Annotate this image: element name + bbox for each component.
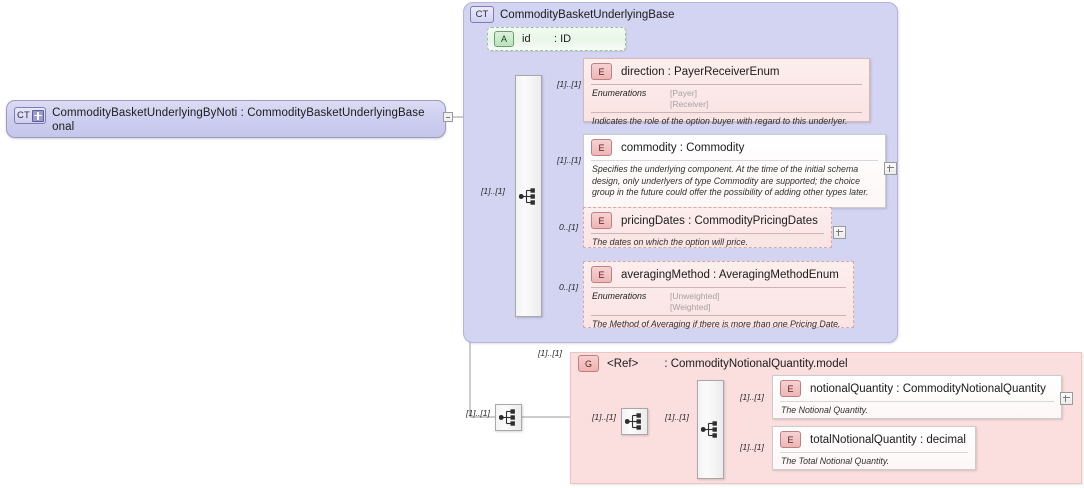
cardinality-direction: [1]..[1] [557, 79, 581, 89]
root-node-label: CommodityBasketUnderlyingByNoti : Commod… [52, 107, 425, 133]
divider [591, 315, 846, 316]
cardinality-averaging-method: 0..[1] [559, 282, 579, 292]
enumerations-label: Enumerations [592, 88, 647, 98]
expand-pricing-dates-icon[interactable] [833, 226, 846, 239]
element-icon: E [591, 212, 612, 229]
divider [591, 233, 824, 234]
sequence-compositor-icon [519, 187, 535, 205]
complex-type-icon: CT [470, 6, 494, 23]
badge-text: CT [17, 110, 31, 121]
element-notional-quantity-title: E notionalQuantity : CommodityNotionalQu… [773, 376, 1061, 401]
divider [591, 84, 862, 85]
root-complex-type-node[interactable]: CT CommodityBasketUnderlyingByNoti : Com… [6, 100, 446, 138]
expand-notional-quantity-icon[interactable] [1060, 392, 1073, 405]
element-direction-enumerations: Enumerations [Payer] [Receiver] [584, 85, 869, 112]
group-icon: G [578, 355, 599, 372]
cardinality-commodity: [1]..[1] [557, 155, 581, 165]
divider [591, 160, 878, 161]
enumerations-values: [Payer] [Receiver] [670, 88, 709, 109]
cardinality-total-notional-quantity: [1]..[1] [740, 442, 764, 452]
badge-text: E [787, 383, 794, 394]
element-description: Specifies the underlying component. At t… [592, 164, 869, 197]
element-icon: E [591, 63, 612, 80]
cardinality-pricing-dates: 0..[1] [559, 222, 579, 232]
expand-commodity-icon[interactable] [884, 162, 897, 175]
sequence-compositor-group[interactable] [621, 408, 648, 435]
badge-text: CT [475, 9, 489, 20]
element-description: The Notional Quantity. [781, 405, 868, 415]
attribute-name: id [522, 33, 531, 45]
divider [780, 452, 968, 453]
sequence-compositor-icon [499, 409, 515, 426]
element-commodity[interactable]: E commodity : Commodity Specifies the un… [583, 134, 886, 208]
sequence-compositor-main[interactable] [515, 75, 542, 317]
complex-type-plus-icon[interactable]: CT [14, 107, 47, 124]
element-total-notional-quantity[interactable]: E totalNotionalQuantity : decimal The To… [772, 426, 976, 470]
divider [591, 287, 846, 288]
sequence-compositor-icon [625, 413, 641, 430]
cardinality-seq-a-to-seq-b: [1]..[1] [466, 408, 490, 418]
element-icon: E [591, 139, 612, 156]
element-description: Indicates the role of the option buyer w… [592, 116, 848, 126]
element-name: direction : PayerReceiverEnum [621, 65, 780, 78]
sequence-compositor-icon [701, 421, 717, 438]
cardinality-group-inner-1: [1]..[1] [592, 412, 616, 422]
group-ref-header[interactable]: G <Ref> : CommodityNotionalQuantity.mode… [578, 355, 848, 372]
badge-text: G [584, 358, 592, 369]
cardinality-root-to-group: [1]..[1] [538, 348, 562, 358]
sequence-compositor-group-inner[interactable] [697, 380, 724, 479]
enumerations-label: Enumerations [592, 291, 647, 301]
element-description: The Method of Averaging if there is more… [592, 319, 841, 329]
cardinality-notional-quantity: [1]..[1] [740, 392, 764, 402]
sequence-compositor-outer[interactable] [495, 404, 522, 431]
base-complex-type-header: CT CommodityBasketUnderlyingBase [470, 6, 675, 23]
badge-text: E [787, 434, 794, 445]
group-ref-type: : CommodityNotionalQuantity.model [664, 357, 848, 370]
attribute-type: : ID [554, 33, 572, 45]
element-direction-title: E direction : PayerReceiverEnum [584, 59, 869, 84]
element-commodity-title: E commodity : Commodity [584, 135, 885, 160]
element-pricing-dates[interactable]: E pricingDates : CommodityPricingDates T… [583, 207, 832, 248]
root-collapse-handle[interactable] [443, 112, 453, 122]
divider [780, 401, 1054, 402]
element-averaging-method-enumerations: Enumerations [Unweighted] [Weighted] [584, 288, 853, 315]
element-icon: E [591, 266, 612, 283]
element-notional-quantity[interactable]: E notionalQuantity : CommodityNotionalQu… [772, 375, 1062, 419]
element-total-notional-quantity-title: E totalNotionalQuantity : decimal [773, 427, 975, 452]
element-name: commodity : Commodity [621, 141, 745, 154]
element-name: averagingMethod : AveragingMethodEnum [621, 268, 839, 281]
attribute-id[interactable]: A id : ID [487, 27, 626, 51]
element-name: totalNotionalQuantity : decimal [810, 433, 966, 446]
element-description: The Total Notional Quantity. [781, 456, 890, 466]
element-description: The dates on which the option will price… [592, 237, 748, 247]
attribute-icon: A [494, 31, 514, 47]
base-complex-type-title: CommodityBasketUnderlyingBase [500, 8, 675, 21]
badge-text: E [598, 66, 605, 77]
badge-text: E [598, 269, 605, 280]
badge-text: E [598, 142, 605, 153]
cardinality-group-inner-2: [1]..[1] [665, 412, 689, 422]
element-direction[interactable]: E direction : PayerReceiverEnum Enumerat… [583, 58, 870, 126]
cardinality-root-to-base: [1]..[1] [481, 186, 505, 196]
badge-text: A [500, 34, 507, 44]
badge-text: E [598, 215, 605, 226]
plus-icon[interactable] [32, 109, 45, 122]
element-pricing-dates-title: E pricingDates : CommodityPricingDates [584, 208, 831, 233]
element-averaging-method[interactable]: E averagingMethod : AveragingMethodEnum … [583, 261, 854, 329]
enumerations-values: [Unweighted] [Weighted] [670, 291, 720, 312]
element-averaging-method-title: E averagingMethod : AveragingMethodEnum [584, 262, 853, 287]
element-icon: E [780, 380, 801, 397]
element-name: pricingDates : CommodityPricingDates [621, 214, 818, 227]
group-ref-label: <Ref> [607, 357, 639, 370]
divider [591, 112, 862, 113]
element-icon: E [780, 431, 801, 448]
element-name: notionalQuantity : CommodityNotionalQuan… [810, 382, 1046, 395]
